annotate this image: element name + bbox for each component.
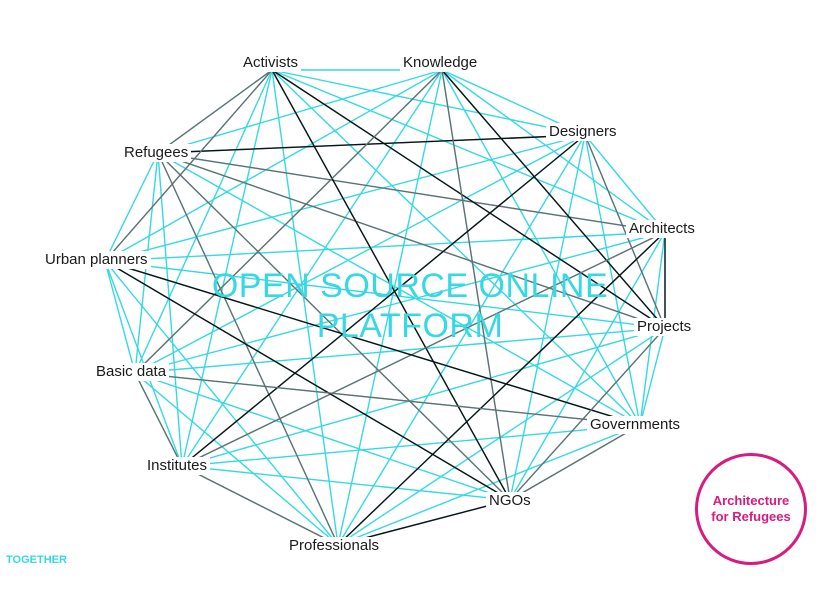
black-edge <box>271 69 666 329</box>
cyan-edge <box>104 134 586 262</box>
node-label-designers: Designers <box>546 123 620 141</box>
cyan-edge <box>104 152 159 262</box>
cyan-edge <box>134 134 586 374</box>
gray-edge <box>157 152 511 501</box>
gray-edge <box>134 69 443 374</box>
black-edge <box>441 69 666 329</box>
cyan-edge <box>337 327 666 546</box>
node-label-activists: Activists <box>240 54 302 72</box>
black-edge <box>181 134 586 467</box>
cyan-edge <box>337 69 443 546</box>
gray-edge <box>157 152 666 233</box>
gray-edge <box>157 152 666 329</box>
gray-edge <box>509 424 641 501</box>
center-title: OPEN SOURCE ONLINE PLATFORM <box>211 267 609 345</box>
node-label-institutes: Institutes <box>144 457 211 475</box>
logo-badge: Architecture for Refugees <box>695 453 807 565</box>
cyan-edge <box>271 69 586 136</box>
cyan-edge <box>181 327 666 467</box>
cyan-edge <box>104 260 339 546</box>
cyan-edge <box>271 69 666 233</box>
gray-edge <box>509 327 666 501</box>
cyan-edge <box>181 69 273 467</box>
cyan-edge <box>134 372 339 546</box>
cyan-edge <box>584 134 641 426</box>
cyan-edge <box>271 69 641 426</box>
cyan-edge <box>337 134 586 546</box>
black-edge <box>104 260 641 426</box>
cyan-edge <box>134 69 273 374</box>
gray-edge <box>441 69 511 501</box>
node-label-ngos: NGOs <box>486 492 534 510</box>
gray-edge <box>181 465 339 546</box>
cyan-edge <box>509 134 586 501</box>
cyan-edge <box>271 69 339 546</box>
cyan-edge <box>157 152 183 467</box>
node-label-urban-planners: Urban planners <box>42 251 151 269</box>
cyan-edge <box>509 231 666 501</box>
cyan-edge <box>181 424 641 467</box>
dark-edge-layer <box>104 69 666 546</box>
badge-text: Architecture for Refugees <box>711 493 791 524</box>
cyan-edge <box>104 260 666 329</box>
black-edge <box>271 69 511 501</box>
cyan-edge <box>104 231 666 262</box>
node-label-professionals: Professionals <box>286 537 383 555</box>
cyan-edge <box>157 69 443 154</box>
node-label-projects: Projects <box>634 318 695 336</box>
cyan-edge <box>181 465 511 501</box>
gray-edge <box>134 372 641 426</box>
gray-edge <box>181 231 666 467</box>
cyan-edge <box>639 327 666 426</box>
gray-edge <box>157 69 273 154</box>
gray-edge <box>134 372 183 467</box>
footer-label: TOGETHER <box>6 554 67 566</box>
cyan-edge <box>337 424 641 546</box>
black-edge <box>157 134 586 154</box>
cyan-edge <box>104 69 443 262</box>
node-label-refugees: Refugees <box>121 144 192 162</box>
gray-edge <box>104 69 273 262</box>
node-label-governments: Governments <box>587 416 684 434</box>
black-edge <box>337 231 666 546</box>
node-label-architects: Architects <box>626 220 698 238</box>
cyan-edge <box>181 69 443 467</box>
cyan-edge <box>134 372 511 501</box>
cyan-edge <box>104 260 136 374</box>
gray-edge <box>584 134 666 329</box>
node-label-knowledge: Knowledge <box>400 54 481 72</box>
cyan-edge <box>134 327 666 374</box>
cyan-edge <box>584 134 666 233</box>
gray-edge <box>157 152 339 546</box>
black-edge <box>104 260 511 501</box>
cyan-edge <box>157 152 641 426</box>
node-label-basic-data: Basic data <box>93 363 170 381</box>
